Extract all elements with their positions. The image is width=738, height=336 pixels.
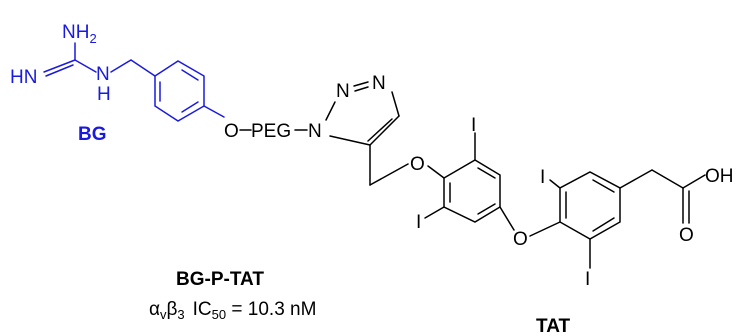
bond-c-eq-n-1 <box>43 59 76 73</box>
triazole-bond-n2-n3-a <box>353 81 369 87</box>
ring-double-2 <box>181 101 199 113</box>
atom-n1: N <box>308 121 322 142</box>
tat-ring-1 <box>424 132 515 231</box>
linker <box>239 81 409 186</box>
atom-i-top2: I <box>540 167 545 188</box>
triazole-double <box>367 118 393 142</box>
triazole-bond-n3-c <box>391 91 400 117</box>
ring-2 <box>559 171 621 240</box>
ring1-double-b <box>477 167 496 179</box>
bond-ch2-cooh <box>651 169 684 189</box>
atom-nh-n: N <box>96 64 110 85</box>
atom-hn: HN <box>10 67 37 88</box>
atom-i-left: I <box>416 212 421 233</box>
bond-c-nh <box>74 59 97 73</box>
tat-ring-2 <box>529 169 706 269</box>
atom-peg: PEG <box>251 121 291 142</box>
triazole-bond-n2-n3-b <box>354 86 369 92</box>
atom-o-ch2: O <box>410 154 425 175</box>
ring-1 <box>443 159 501 223</box>
atom-nh-h: H <box>97 84 111 105</box>
atom-o-ether: O <box>224 121 239 142</box>
triazole-bond-n1-n2 <box>325 101 336 121</box>
atom-n2: N <box>336 81 350 102</box>
bond-ch2-o <box>369 163 409 186</box>
bond-ring2-ch2 <box>619 169 653 189</box>
atom-i-top: I <box>471 115 476 136</box>
bond-o-ring2 <box>529 221 561 237</box>
bond-ring1-i-left <box>424 206 445 219</box>
ring2-double-b <box>592 179 615 193</box>
atom-nh2: NH2 <box>62 22 97 46</box>
bond-ring2-i-top <box>549 179 561 189</box>
triazole-bond-c-c <box>369 115 400 146</box>
atom-o-carbonyl: O <box>679 225 694 246</box>
triazole-bond-c-n1 <box>329 135 371 146</box>
ring2-double-c <box>592 217 615 232</box>
label-compound: BG-P-TAT <box>176 269 264 290</box>
bg-moiety <box>43 42 225 122</box>
atom-i-bottom: I <box>585 269 590 290</box>
bond-ring-o <box>203 105 225 118</box>
ring1-double-c <box>477 203 496 215</box>
bond-o-ring1 <box>427 165 445 179</box>
atom-oh: OH <box>705 166 734 187</box>
atom-o-bridge: O <box>513 229 528 250</box>
benzene-ring <box>154 60 205 122</box>
bond-c-eq-n-2 <box>45 64 74 77</box>
label-tat: TAT <box>536 316 571 336</box>
bond-nh-ch2 <box>110 59 132 73</box>
bond-ring1-o <box>499 206 515 231</box>
bond-ch2-ring <box>130 59 156 77</box>
bond-c-oh <box>682 174 706 189</box>
ring-double-1 <box>181 69 199 81</box>
label-bg: BG <box>78 124 107 145</box>
atom-n3: N <box>372 73 386 94</box>
